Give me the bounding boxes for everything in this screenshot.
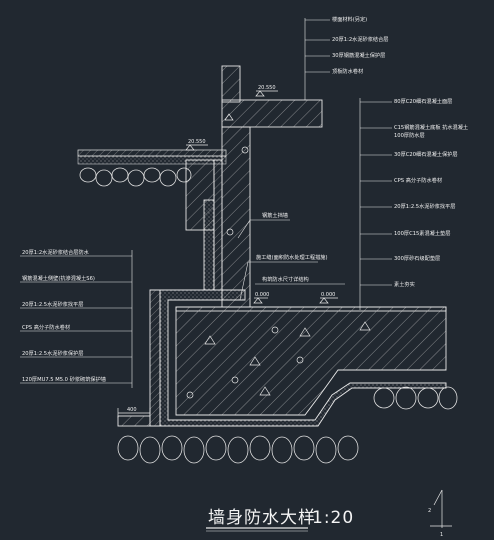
top-label: 楼面材料(另定) (332, 15, 367, 23)
elevation-upper: 20.550 (258, 85, 276, 91)
left-label: 20厚1:2.5水泥砂浆保护层 (22, 349, 83, 357)
top-label: 30厚钢筋混凝土保护层 (332, 51, 385, 59)
paving (77, 149, 227, 165)
top-label: 顶板防水卷材 (332, 67, 363, 75)
right-labels: 80厚C20细石混凝土面层 C15钢筋混凝土底板 抗水混凝土 100厚防水层 3… (394, 97, 468, 288)
top-labels: 楼面材料(另定) 20厚1:2水泥砂浆结合层 30厚钢筋混凝土保护层 顶板防水卷… (332, 15, 388, 75)
left-label: 20厚1:2水泥砂浆结合层防水 (22, 248, 90, 256)
leader-lines (20, 18, 392, 388)
drawing-scale: 1:20 (312, 508, 354, 528)
right-label: 30厚C20细石混凝土保护层 (394, 150, 458, 158)
aggregate (186, 113, 371, 399)
gravel-fill (79, 167, 458, 464)
left-label: 20厚1:2.5水泥砂浆找平层 (22, 300, 83, 308)
elevation-base: 0.000 (255, 292, 269, 298)
toe-width-label: 400 (127, 407, 137, 413)
elevation-lower: 20.550 (188, 139, 206, 145)
elevation-marks (185, 90, 338, 304)
right-label: CPS 高分子防水卷材 (394, 176, 442, 184)
right-label: 100厚防水层 (394, 131, 425, 139)
left-label: 120厚MU7.5 M5.0 砂浆砌筑保护墙 (22, 375, 106, 383)
right-label: 20厚1:2.5水泥砂浆找平层 (394, 202, 455, 210)
left-label: 钢筋混凝土侧壁(抗渗混凝土S6) (22, 274, 95, 282)
toe-dimension (117, 408, 151, 418)
callout-detail-note: 构筑防水尺寸详结构 (262, 275, 309, 283)
top-label: 20厚1:2水泥砂浆结合层 (332, 35, 388, 43)
callout-construction-joint: 施工缝(面积防水处理工程措施) (256, 253, 328, 261)
right-label: 100厚C15素混凝土垫层 (394, 229, 450, 237)
right-label: 300厚砂石级配垫层 (394, 254, 440, 262)
callout-concrete-wall: 钢筋土挡墙 (262, 211, 288, 219)
right-label: 80厚C20细石混凝土面层 (394, 97, 452, 105)
right-label: 素土夯实 (394, 280, 415, 288)
drawing-title: 墙身防水大样 (208, 508, 316, 528)
wall-section (117, 65, 447, 427)
left-label: CPS 高分子防水卷材 (22, 323, 70, 331)
drawing-title-block: 墙身防水大样 1:20 (206, 508, 354, 532)
section-mark-top: 2 (428, 508, 431, 514)
section-mark-bottom: 1 (440, 532, 443, 538)
right-label: C15钢筋混凝土底板 抗水混凝土 (394, 123, 468, 131)
left-labels: 20厚1:2水泥砂浆结合层防水 钢筋混凝土侧壁(抗渗混凝土S6) 20厚1:2.… (22, 248, 106, 383)
section-mark (430, 489, 452, 528)
elevation-step: 0.000 (321, 292, 335, 298)
